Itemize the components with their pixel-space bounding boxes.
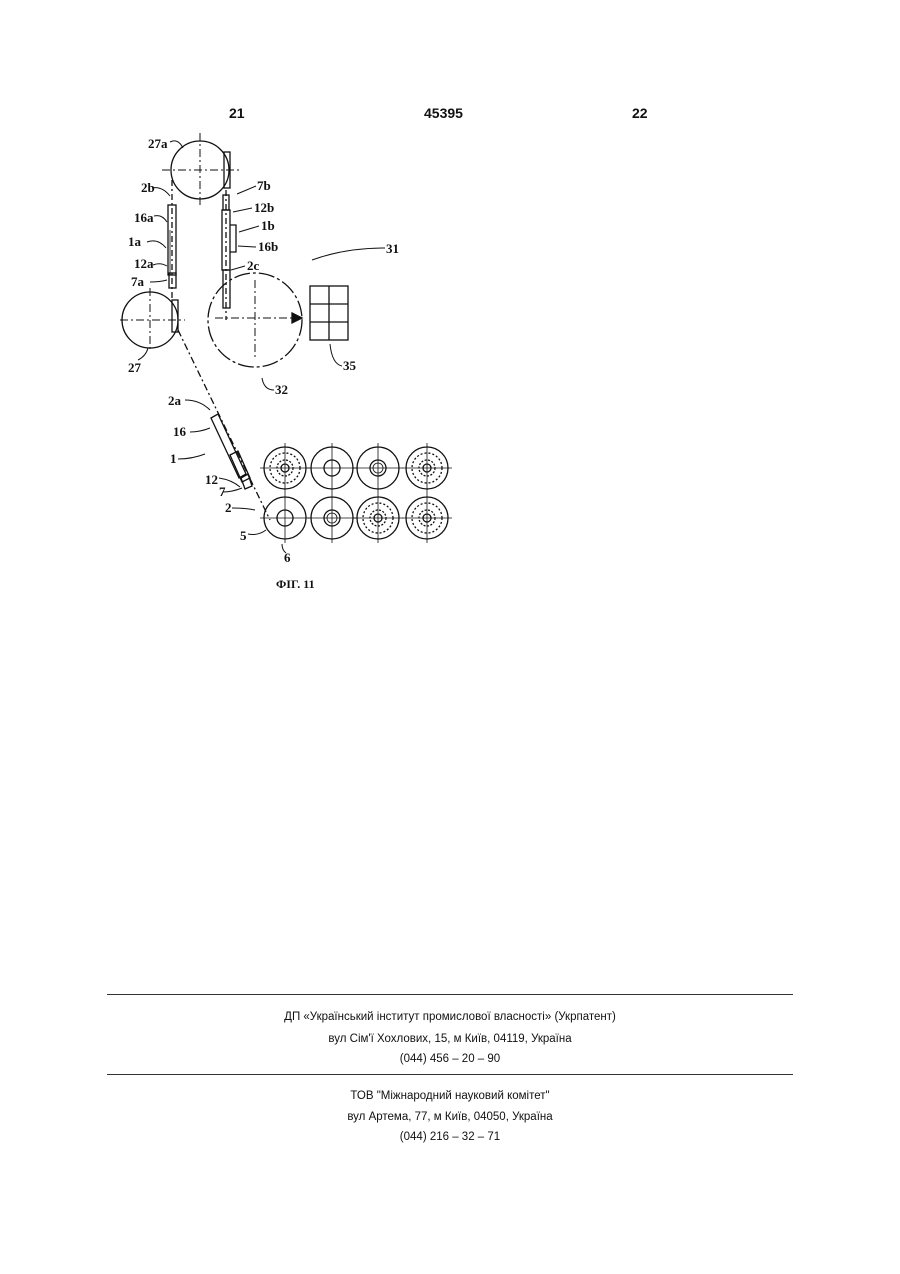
label-16: 16: [173, 424, 187, 439]
label-12b: 12b: [254, 200, 274, 215]
org2-address: вул Артема, 77, м Київ, 04050, Україна: [0, 1111, 900, 1123]
label-32: 32: [275, 382, 288, 397]
org1-phone: (044) 456 – 20 – 90: [0, 1053, 900, 1065]
label-2b: 2b: [141, 180, 155, 195]
org1-address: вул Сім'ї Хохлових, 15, м Київ, 04119, У…: [0, 1033, 900, 1045]
figure-caption: ФІГ. 11: [276, 577, 315, 591]
roll-row-2: [260, 493, 452, 543]
footer-divider-1: [107, 994, 793, 995]
label-12: 12: [205, 472, 218, 487]
label-35: 35: [343, 358, 357, 373]
org2-phone: (044) 216 – 32 – 71: [0, 1131, 900, 1143]
patent-figure-11: 27a 2b 16a 1a 12a 7a 27 7b 12b 1b 16b 2c…: [0, 0, 900, 620]
footer-divider-2: [107, 1074, 793, 1075]
label-16a: 16a: [134, 210, 154, 225]
org2-name: ТОВ "Міжнародний науковий комітет": [0, 1090, 900, 1102]
label-1a: 1a: [128, 234, 142, 249]
label-16b: 16b: [258, 239, 278, 254]
label-1: 1: [170, 451, 177, 466]
label-27a: 27a: [148, 136, 168, 151]
label-6: 6: [284, 550, 291, 565]
label-27: 27: [128, 360, 142, 375]
label-2: 2: [225, 500, 232, 515]
label-2c: 2c: [247, 258, 260, 273]
label-5: 5: [240, 528, 247, 543]
label-7b: 7b: [257, 178, 271, 193]
label-12a: 12a: [134, 256, 154, 271]
label-7a: 7a: [131, 274, 145, 289]
label-7: 7: [219, 484, 226, 499]
org1-name: ДП «Український інститут промислової вла…: [0, 1011, 900, 1023]
label-31: 31: [386, 241, 399, 256]
roll-row-1: [260, 443, 452, 493]
label-1b: 1b: [261, 218, 275, 233]
label-2a: 2a: [168, 393, 182, 408]
grid-35: [310, 286, 348, 340]
